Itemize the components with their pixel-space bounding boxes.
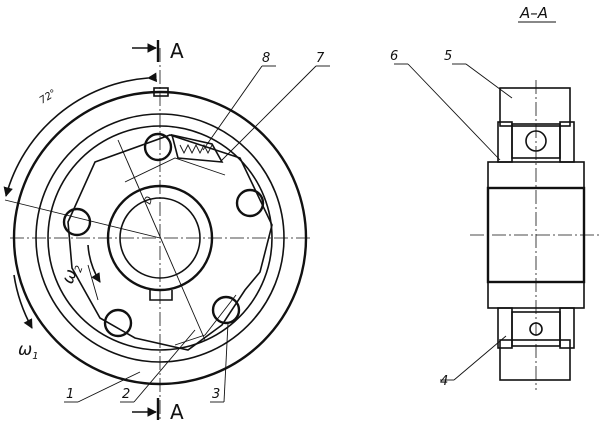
omega1-arrow bbox=[13, 274, 33, 329]
part-label-2: 2 bbox=[122, 387, 130, 402]
centerline-diagonal-a bbox=[117, 139, 206, 341]
omega2-label: ω2 bbox=[58, 260, 86, 287]
front-view: A A 72° ω1 ω2 D 8 7 bbox=[3, 39, 330, 424]
leader-2: 2 bbox=[120, 329, 196, 403]
cam-star-outline bbox=[67, 134, 273, 351]
side-disc-right-top bbox=[559, 121, 575, 163]
section-cut-top: A bbox=[132, 39, 184, 63]
section-marker-top: A bbox=[170, 39, 184, 63]
leader-7: 7 bbox=[219, 51, 330, 163]
leader-6: 6 bbox=[390, 49, 501, 161]
section-cut-bottom: A bbox=[132, 398, 184, 424]
part-label-3: 3 bbox=[212, 387, 220, 402]
omega2-arrow bbox=[87, 244, 101, 283]
part-label-4: 4 bbox=[440, 374, 448, 389]
side-disc-left-top bbox=[497, 121, 513, 163]
roller-bottom-right bbox=[211, 295, 241, 325]
part-label-7: 7 bbox=[316, 51, 325, 66]
roller-bottom-left bbox=[103, 308, 133, 338]
spring-coil bbox=[179, 143, 213, 155]
roller-left bbox=[62, 207, 92, 237]
leader-5: 5 bbox=[444, 49, 513, 99]
part-label-5: 5 bbox=[444, 49, 452, 64]
outer-ring-bottom-section bbox=[499, 339, 571, 381]
leader-3: 3 bbox=[210, 322, 229, 403]
angle-dimension-arc bbox=[3, 72, 157, 197]
section-marker-bottom: A bbox=[170, 400, 184, 424]
part-label-6: 6 bbox=[390, 49, 398, 64]
part-label-1: 1 bbox=[66, 387, 74, 402]
leader-8: 8 bbox=[202, 51, 276, 151]
leader-1: 1 bbox=[64, 371, 141, 403]
outer-ring-top-section bbox=[499, 87, 571, 127]
centerline-diagonal-b bbox=[4, 199, 161, 239]
leader-4: 4 bbox=[440, 335, 507, 389]
section-view: A–A 5 6 bbox=[390, 4, 600, 390]
hub-dimension-label: D bbox=[142, 195, 155, 206]
omega1-label: ω1 bbox=[18, 340, 39, 362]
section-title: A–A bbox=[519, 4, 548, 22]
roller-top bbox=[143, 132, 173, 162]
angle-label: 72° bbox=[38, 88, 59, 107]
hub-key-slot bbox=[149, 290, 173, 301]
spring-pocket bbox=[170, 133, 224, 163]
roller-right bbox=[235, 188, 265, 218]
side-disc-right-bottom bbox=[559, 307, 575, 349]
part-label-8: 8 bbox=[262, 51, 270, 66]
